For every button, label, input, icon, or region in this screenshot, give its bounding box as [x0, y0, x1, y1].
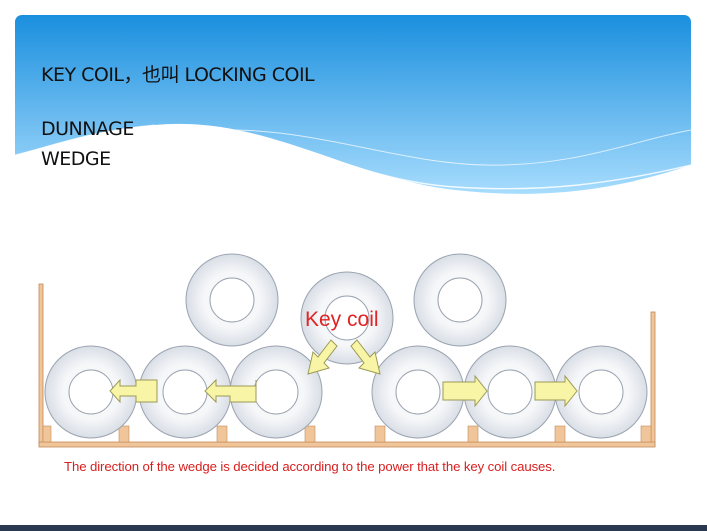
- hold-wall-left: [38, 283, 44, 447]
- arrow-down-right-icon: [350, 339, 381, 375]
- arrow-right-icon: [534, 374, 578, 408]
- title-line-dunnage: DUNNAGE: [41, 118, 134, 140]
- coil-core: [209, 277, 255, 323]
- arrow-left-icon: [109, 378, 158, 404]
- coil-core: [578, 369, 624, 415]
- arrow-down-left-icon: [307, 339, 338, 375]
- wedge: [554, 425, 566, 443]
- key-coil-core: [324, 295, 370, 341]
- coil-cores-top: [209, 277, 483, 341]
- coil-core: [395, 369, 441, 415]
- coil-core: [437, 277, 483, 323]
- title-line-key-coil: KEY COIL，也叫 LOCKING COIL: [41, 64, 315, 86]
- coil-core: [487, 369, 533, 415]
- coil-cores-bottom: [68, 369, 624, 415]
- title-line-wedge: WEDGE: [41, 148, 111, 170]
- coil-core: [253, 369, 299, 415]
- key-coil-label: Key coil: [305, 308, 379, 331]
- arrow-right-icon: [442, 374, 488, 408]
- dunnage-wedges: [42, 425, 652, 443]
- hold-floor: [38, 441, 656, 448]
- diagram-caption: The direction of the wedge is decided ac…: [64, 459, 556, 474]
- wedge: [374, 425, 386, 443]
- coil-stowage-diagram: Key coil: [38, 253, 656, 448]
- arrow-left-icon: [204, 378, 257, 404]
- coil-core: [162, 369, 208, 415]
- force-arrows: [109, 339, 578, 408]
- wedge: [640, 425, 652, 443]
- wedge: [467, 425, 479, 443]
- hold-wall-right: [650, 311, 656, 447]
- wedge: [304, 425, 316, 443]
- coil-core: [68, 369, 114, 415]
- wedge: [216, 425, 228, 443]
- slide-header-banner: [15, 15, 691, 194]
- wedge: [42, 425, 52, 443]
- coils-bottom-tier: [44, 345, 648, 439]
- slide-bottom-rule: [0, 525, 707, 531]
- wedge: [118, 425, 130, 443]
